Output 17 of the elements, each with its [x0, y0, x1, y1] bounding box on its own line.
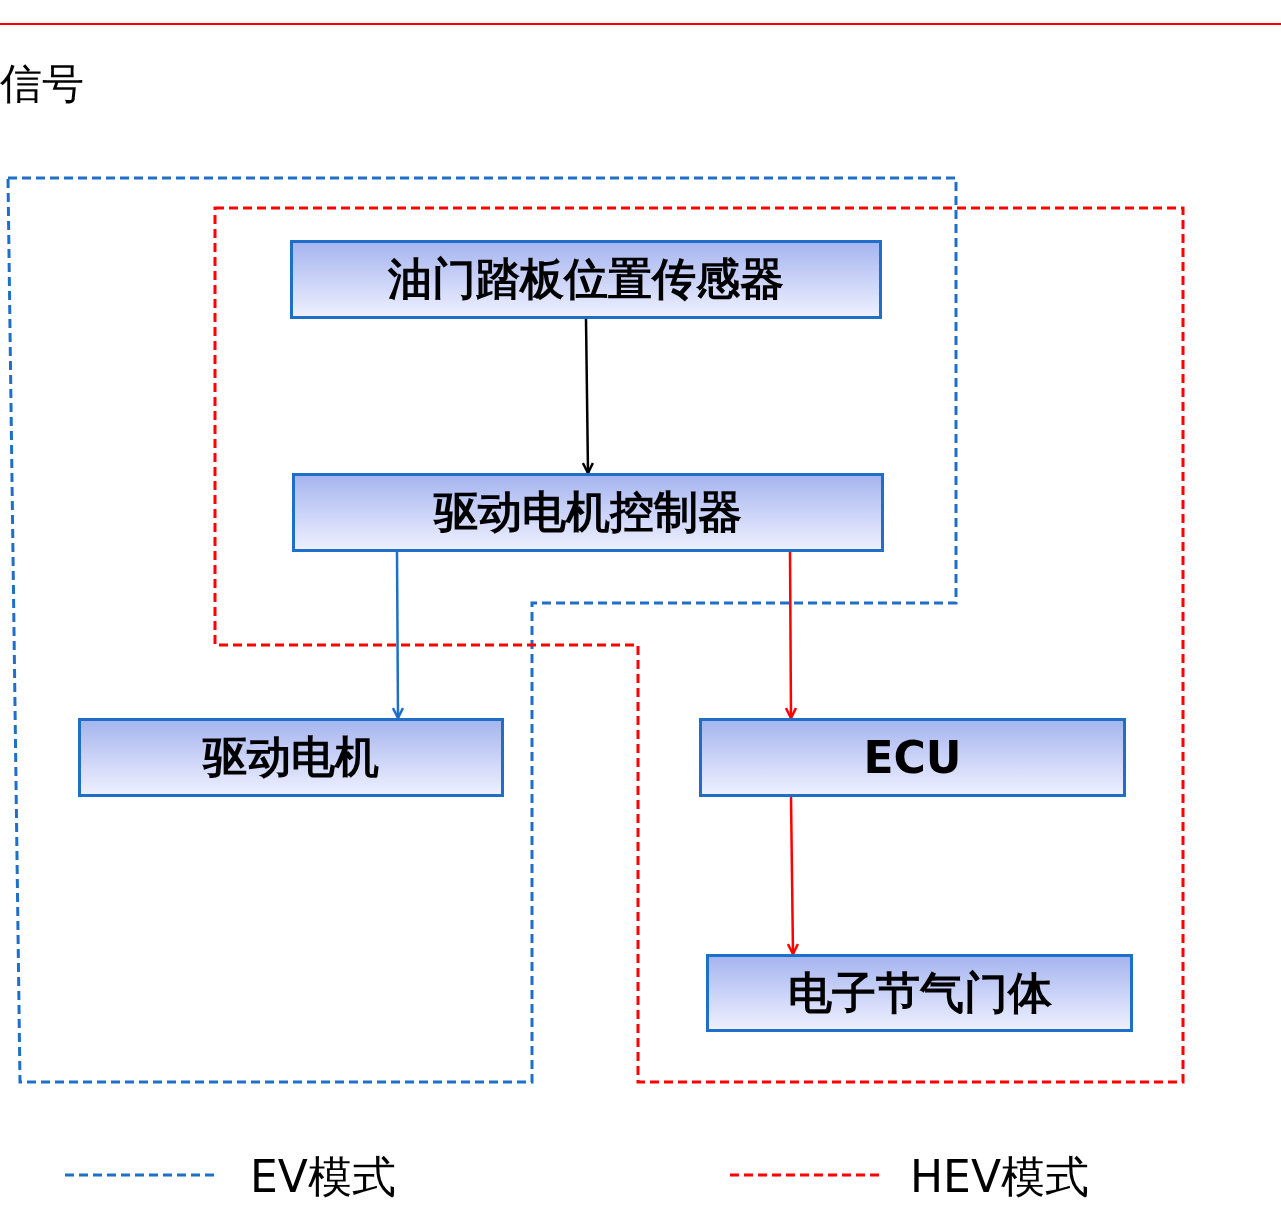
process-box [78, 718, 504, 797]
arrow [786, 797, 800, 956]
process-box [706, 954, 1133, 1032]
arrow [391, 552, 405, 720]
legend-label: EV模式 [250, 1150, 396, 1204]
box-label: ECU [863, 732, 962, 783]
box-label: 驱动电机控制器 [434, 485, 742, 539]
process-box [290, 240, 882, 319]
arrow [581, 319, 595, 475]
arrow [784, 552, 798, 720]
box-label: 驱动电机 [203, 730, 379, 784]
process-box [292, 473, 884, 552]
box-label: 油门踏板位置传感器 [388, 252, 784, 306]
process-box [699, 718, 1126, 797]
heading-text: 信号 [0, 58, 84, 110]
legend-label: HEV模式 [910, 1150, 1089, 1204]
box-label: 电子节气门体 [787, 965, 1052, 1020]
